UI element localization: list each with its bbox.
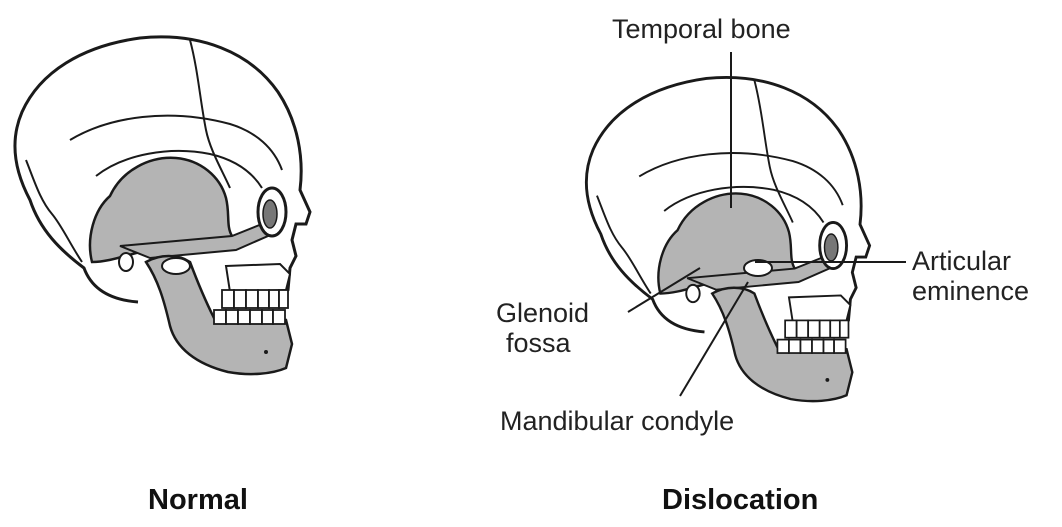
label-articular-eminence-line2: eminence	[912, 276, 1029, 306]
label-mandibular-condyle: Mandibular condyle	[500, 406, 734, 436]
condyle-normal	[162, 258, 190, 274]
skull-dislocation	[586, 77, 869, 401]
label-glenoid-fossa-line2: fossa	[496, 328, 589, 358]
skull-normal	[15, 37, 310, 374]
label-glenoid-fossa-line1: Glenoid	[496, 298, 589, 328]
label-glenoid-fossa: Glenoid fossa	[496, 298, 589, 358]
label-temporal-bone: Temporal bone	[612, 14, 791, 44]
label-articular-eminence-line1: Articular	[912, 246, 1029, 276]
caption-dislocation: Dislocation	[662, 484, 818, 516]
caption-normal: Normal	[148, 484, 248, 516]
label-articular-eminence: Articular eminence	[912, 246, 1029, 306]
